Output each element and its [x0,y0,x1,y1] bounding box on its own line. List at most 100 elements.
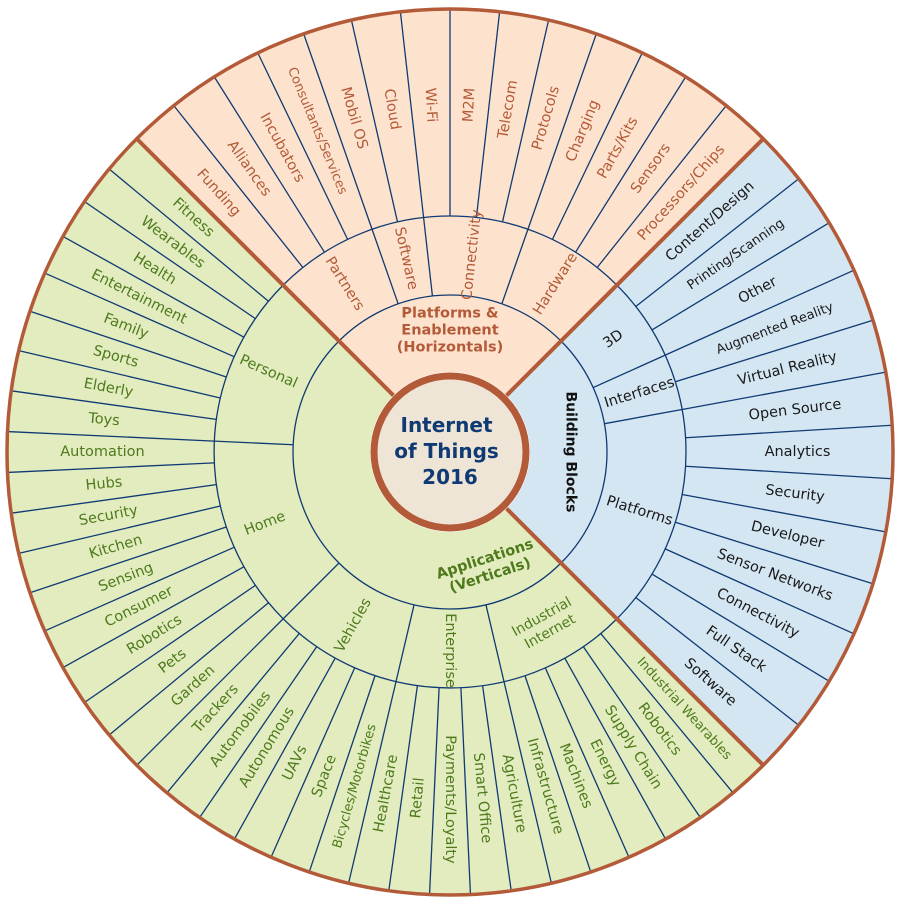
platforms-item-divider [596,105,727,268]
building-blocks-item-divider [651,222,830,331]
center-hub: Internet of Things 2016 [370,372,530,532]
platforms-item-divider [399,11,425,218]
applications-item-divider [347,681,397,884]
sector-boundary-spoke [135,137,395,397]
platforms-title-line-1: Platforms & [401,306,499,322]
applications-item-divider [503,681,553,884]
building-blocks-item-divider [635,178,800,307]
platforms-item-divider [350,19,399,223]
applications-item-divider [11,390,217,421]
building-blocks-group-divider [604,408,683,425]
applications-item-divider [44,546,235,632]
applications-item-divider [428,687,440,895]
platforms-item-divider [551,52,643,240]
building-blocks-title: Building Blocks [563,392,579,513]
platforms-group-divider [501,229,529,305]
building-blocks-item-divider [675,521,874,585]
sector-boundaries [5,7,895,897]
platforms-group-divider [422,217,434,297]
applications-item-divider [84,584,256,703]
applications-item-divider [7,430,215,442]
platforms-item-divider [257,52,349,240]
center-title: Internet of Things 2016 [394,413,506,489]
applications-item-divider [18,349,221,399]
platforms-item-divider [213,76,325,253]
applications-item-hubs: Hubs [85,474,123,493]
applications-group-divider [395,604,415,682]
platforms-inner-ring [338,294,562,342]
platforms-outer-ring [282,215,618,286]
applications-item-divider [11,483,217,514]
platforms-item-divider [527,33,597,230]
divider-lines [7,9,893,895]
applications-item-divider [199,646,318,818]
applications-item-divider [62,566,245,669]
applications-group-divider [282,562,340,620]
outer-border [5,7,895,897]
applications-item-payments-loyalty: Payments/Loyalty [442,735,458,864]
building-blocks-group-divider [592,354,666,389]
applications-item-divider [44,272,235,358]
building-blocks-item-divider [664,548,855,635]
applications-item-retail: Retail [408,777,428,819]
applications-item-automation: Automation [60,444,144,460]
applications-item-divider [18,505,221,555]
building-blocks-item-divider [682,493,886,533]
applications-group-divider [214,440,294,446]
platforms-title-line-3: (Horizontals) [397,340,504,356]
building-blocks-sector-fill [506,138,893,766]
platforms-item-wi-fi: Wi-Fi [422,87,440,122]
platforms-item-divider [501,19,550,223]
applications-item-divider [136,618,284,766]
applications-item-divider [7,462,215,474]
platforms-group-divider [371,229,399,305]
applications-outer-ring [213,284,618,689]
building-blocks-item-divider [651,573,830,682]
platforms-title: Platforms &Enablement(Horizontals) [397,306,504,356]
platforms-item-divider [173,105,304,268]
center-circle [370,372,530,532]
platforms-item-divider [303,33,373,230]
applications-item-divider [29,310,227,378]
platforms-item-cloud: Cloud [380,88,403,132]
building-blocks-inner-ring [560,340,608,564]
applications-item-divider [481,685,512,891]
applications-item-divider [544,667,630,858]
building-blocks-outer-ring [616,284,687,620]
center-title-line-1: Internet [401,413,493,437]
applications-item-toys: Toys [87,410,121,429]
applications-item-divider [108,602,269,736]
sector-boundary-spoke [505,137,765,397]
applications-item-divider [29,526,227,594]
platforms-item-m2m: M2M [461,88,479,123]
center-title-line-2: of Things [394,439,499,463]
building-blocks-item-divider [682,371,886,411]
applications-inner-ring [292,340,562,610]
applications-item-divider [62,235,245,338]
applications-item-divider [270,667,356,858]
platforms-title-line-2: Enablement [401,323,498,339]
building-blocks-item-security: Security [764,482,825,505]
applications-group-enterprise: Enterprise [442,613,458,688]
platforms-item-divider [475,11,501,218]
building-blocks-item-analytics: Analytics [765,444,831,460]
building-blocks-item-divider [685,424,893,439]
applications-item-divider [233,657,336,840]
applications-item-divider [108,168,269,302]
building-blocks-item-divider [664,269,855,356]
applications-item-divider [166,633,300,794]
applications-item-divider [582,646,701,818]
applications-item-divider [564,657,667,840]
building-blocks-item-divider [685,465,893,480]
applications-item-divider [524,675,592,873]
applications-item-divider [460,687,472,895]
platforms-item-divider [575,76,687,253]
applications-item-divider [308,675,376,873]
building-blocks-item-divider [635,597,800,726]
applications-item-divider [84,201,256,320]
building-blocks-item-divider [675,319,874,383]
applications-group-divider [485,604,505,682]
applications-item-divider [600,633,734,794]
sector-boundary-spoke [505,507,765,767]
